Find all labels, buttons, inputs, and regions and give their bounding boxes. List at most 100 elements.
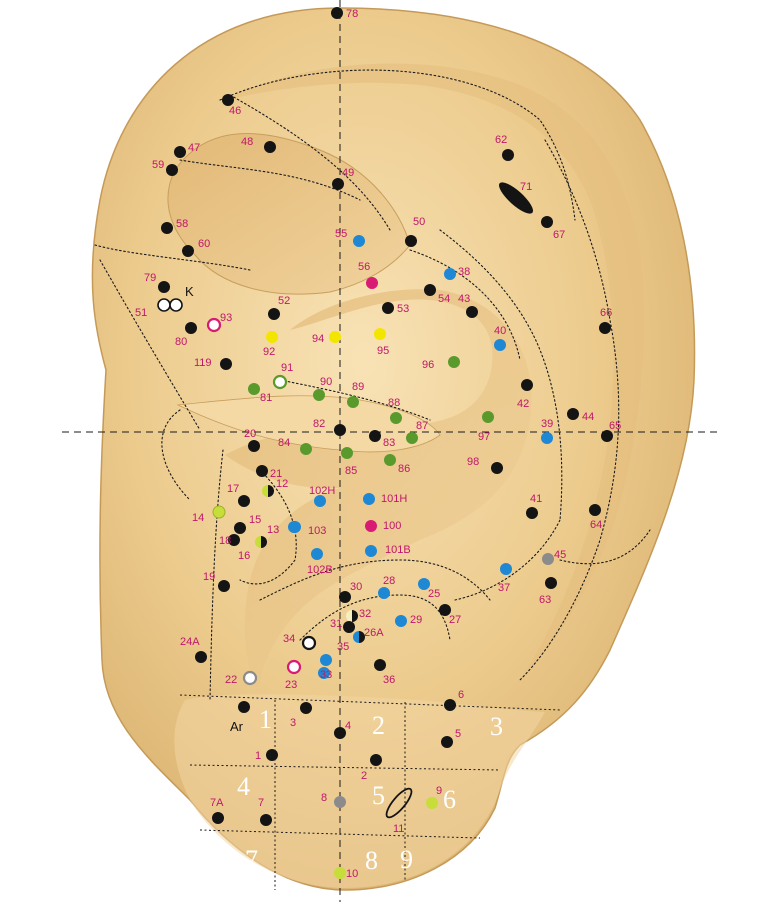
acupoint-label-91: 91: [281, 362, 293, 374]
acupoint-label-12: 12: [276, 478, 288, 490]
acupoint-12: [262, 485, 274, 497]
acupoint-46: [222, 94, 234, 106]
acupoint-label-51: 51: [135, 307, 147, 319]
acupoint-label-2: 2: [361, 770, 367, 782]
acupoint-23: [286, 659, 302, 675]
acupoint-label-87: 87: [416, 420, 428, 432]
acupoint-18: [228, 534, 240, 546]
acupoint-label-102H: 102H: [309, 485, 335, 497]
acupoint-38: [444, 268, 456, 280]
acupoint-label-7A: 7A: [210, 797, 224, 809]
acupoint-13: [289, 521, 301, 533]
acupoint-label-101B: 101B: [385, 544, 411, 556]
acupoint-102B: [311, 548, 323, 560]
acupoint-30: [339, 591, 351, 603]
acupoint-51-a: [157, 298, 171, 312]
lobe-zone-5: 5: [372, 781, 385, 810]
acupoint-label-7: 7: [258, 797, 264, 809]
acupoint-label-85: 85: [345, 465, 357, 477]
acupoint-80: [185, 322, 197, 334]
acupoint-label-25: 25: [428, 588, 440, 600]
lobe-zone-2: 2: [372, 711, 385, 740]
acupoint-label-27: 27: [449, 614, 461, 626]
acupoint-6: [444, 699, 456, 711]
acupoint-label-101H: 101H: [381, 493, 407, 505]
acupoint-label-64: 64: [590, 519, 602, 531]
acupoint-66: [599, 322, 611, 334]
acupoint-label-88: 88: [388, 397, 400, 409]
acupoint-label-40: 40: [494, 325, 506, 337]
acupoint-label-38: 38: [458, 266, 470, 278]
acupoint-label-31: 31: [330, 618, 342, 630]
acupoint-67: [541, 216, 553, 228]
acupoint-label-100: 100: [383, 520, 401, 532]
acupoint-label-65: 65: [609, 420, 621, 432]
acupoint-label-59: 59: [152, 159, 164, 171]
acupoint-label-97: 97: [478, 431, 490, 443]
acupoint-label-6: 6: [458, 689, 464, 701]
acupoint-85: [341, 447, 353, 459]
acupoint-2: [370, 754, 382, 766]
acupoint-81: [248, 383, 260, 395]
acupoint-17: [238, 495, 250, 507]
acupoint-42: [521, 379, 533, 391]
acupoint-label-98: 98: [467, 456, 479, 468]
acupoint-label-48: 48: [241, 136, 253, 148]
lobe-zone-8: 8: [365, 846, 378, 875]
acupoint-3: [300, 702, 312, 714]
acupoint-58: [161, 222, 173, 234]
axis-lines: [62, 0, 720, 902]
acupoint-label-92: 92: [263, 346, 275, 358]
lobe-zone-6: 6: [443, 785, 456, 814]
special-acupoints: [157, 182, 534, 819]
acupoint-label-82: 82: [313, 418, 325, 430]
acupoint-62: [502, 149, 514, 161]
acupoint-label-15: 15: [249, 514, 261, 526]
acupoint-label-5: 5: [455, 728, 461, 740]
acupoint-label-22: 22: [225, 674, 237, 686]
acupoint-14: [212, 505, 226, 519]
acupoint-label-78: 78: [346, 8, 358, 20]
acupoint-label-39: 39: [541, 418, 553, 430]
acupoint-55: [353, 235, 365, 247]
acupoint-64: [589, 504, 601, 516]
acupoint-21: [256, 465, 268, 477]
acupoint-label-79: 79: [144, 272, 156, 284]
acupoint-33: [318, 667, 330, 679]
acupoint-100: [365, 520, 377, 532]
acupoint-label-11: 11: [393, 823, 404, 835]
acupoint-Ar: [238, 701, 250, 713]
acupoint-label-46: 46: [229, 105, 241, 117]
acupoint-label-49: 49: [342, 167, 354, 179]
acupoint-4: [334, 727, 346, 739]
acupoint-96: [448, 356, 460, 368]
acupoint-label-3: 3: [290, 717, 296, 729]
acupoint-label-63: 63: [539, 594, 551, 606]
acupoint-78: [331, 7, 343, 19]
acupoint-label-14: 14: [192, 512, 204, 524]
acupoint-label-54: 54: [438, 293, 450, 305]
acupoint-label-103: 103: [308, 525, 326, 537]
acupoint-11: [385, 787, 413, 819]
acupoint-24A: [195, 651, 207, 663]
acupoint-label-56: 56: [358, 261, 370, 273]
lobe-zone-7: 7: [245, 845, 258, 874]
acupoint-label-95: 95: [377, 345, 389, 357]
acupoint-101H: [363, 493, 375, 505]
acupoint-label-35: 35: [337, 641, 349, 653]
acupoint-label-18: 18: [219, 535, 231, 547]
acupoint-97: [482, 411, 494, 423]
acupoint-label-43: 43: [458, 293, 470, 305]
acupoint-84: [300, 443, 312, 455]
acupoint-87: [406, 432, 418, 444]
concha: [225, 289, 532, 700]
acupoint-28: [378, 587, 390, 599]
acupoint-label-21: 21: [270, 468, 282, 480]
acupoint-37: [500, 563, 512, 575]
acupoint-label-16: 16: [238, 550, 250, 562]
acupoint-label-20: 20: [244, 428, 256, 440]
acupoint-31: [343, 621, 355, 633]
acupoint-label-10: 10: [346, 868, 358, 880]
acupoint-label-62: 62: [495, 134, 507, 146]
